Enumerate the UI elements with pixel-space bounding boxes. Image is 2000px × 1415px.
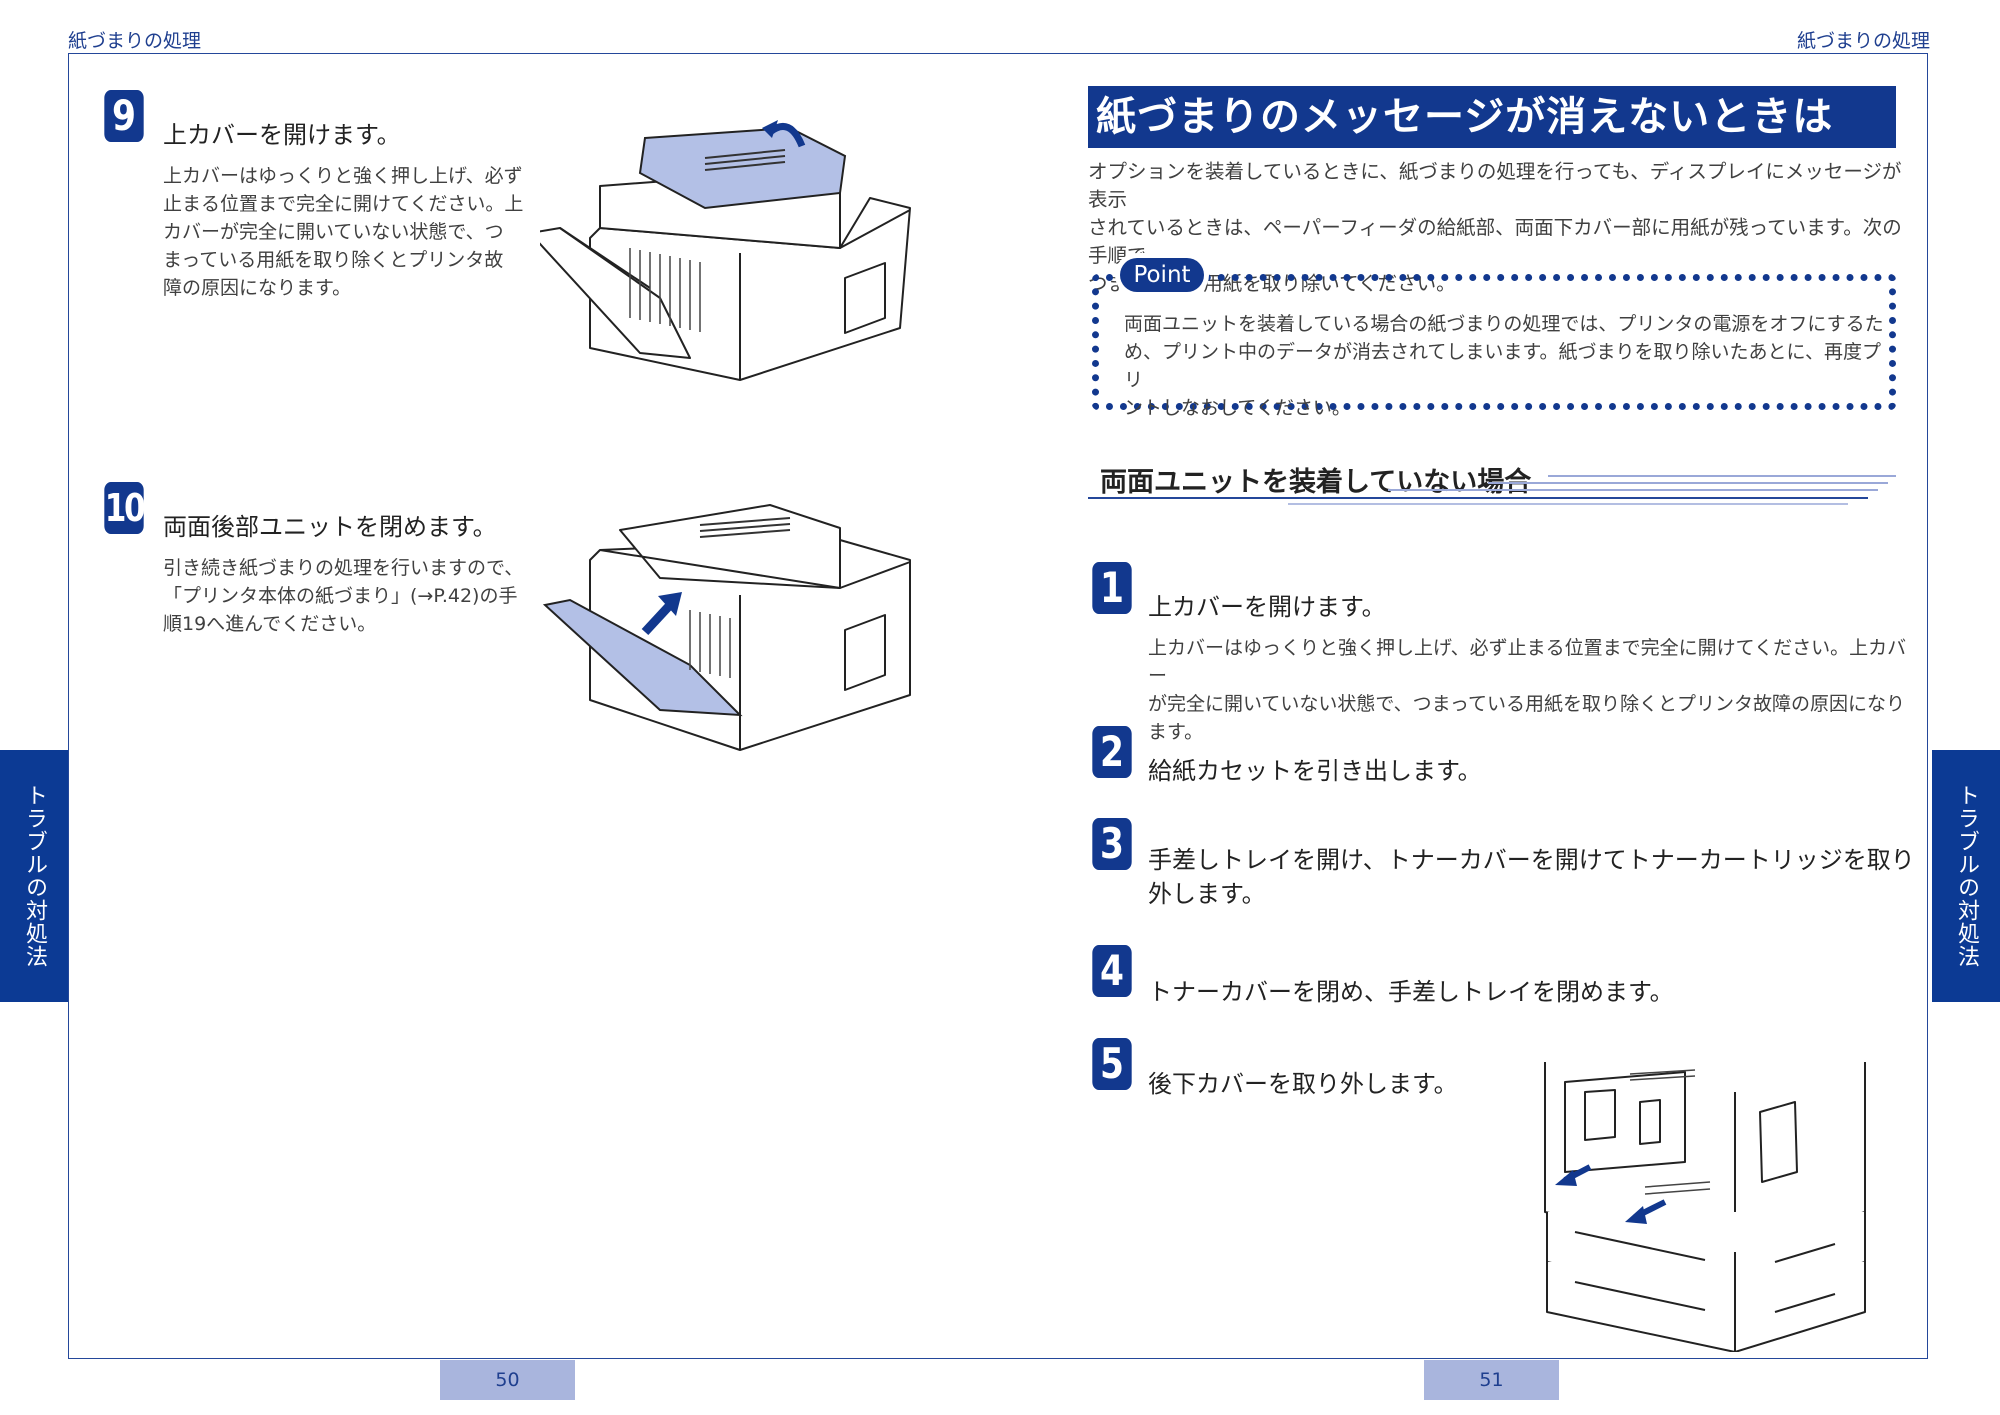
body-line: 止まる位置まで完全に開けてください。上: [163, 193, 524, 215]
body-line: 障の原因になります。: [163, 277, 352, 299]
subheading: 両面ユニットを装着していない場合: [1100, 467, 1532, 498]
step-title: 給紙カセットを引き出します。: [1148, 757, 1482, 785]
printer-top-cover-open-illustration: [540, 120, 911, 381]
step-body: 引き続き紙づまりの処理を行いますので、 「プリンタ本体の紙づまり」(→P.42)…: [163, 554, 523, 638]
side-tab-right: トラブルの対処法: [1932, 750, 2000, 1002]
step-number-badge: 5: [1092, 1038, 1132, 1090]
body-line: オプションを装着しているときに、紙づまりの処理を行っても、ディスプレイにメッセー…: [1088, 160, 1902, 211]
step-number-badge: 3: [1092, 818, 1132, 870]
step-number-badge: 1: [1092, 562, 1132, 614]
point-label: Point: [1120, 258, 1204, 292]
body-line: カバーが完全に開いていない状態で、つ: [163, 221, 504, 243]
body-line: 上カバーはゆっくりと強く押し上げ、必ず止まる位置まで完全に開けてください。上カバ…: [1148, 637, 1907, 687]
printer-close-duplex-unit-illustration: [542, 504, 911, 751]
step-title: 両面後部ユニットを閉めます。: [163, 513, 497, 541]
body-line: 引き続き紙づまりの処理を行いますので、: [163, 557, 524, 579]
step-number-badge: 4: [1092, 945, 1132, 997]
section-heading: 紙づまりのメッセージが消えないときは: [1088, 86, 1896, 148]
step-body: 上カバーはゆっくりと強く押し上げ、必ず 止まる位置まで完全に開けてください。上 …: [163, 162, 523, 302]
step-number-badge: 10: [104, 482, 146, 534]
running-head-right: 紙づまりの処理: [1796, 30, 1930, 52]
step-number-badge: 2: [1092, 726, 1132, 778]
body-line: め、プリント中のデータが消去されてしまいます。紙づまりを取り除いたあとに、再度プ…: [1124, 341, 1881, 391]
step-title-line: 手差しトレイを開け、トナーカバーを開けてトナーカートリッジを取り: [1148, 846, 1915, 874]
side-tab-left: トラブルの対処法: [0, 750, 68, 1002]
body-line: 上カバーはゆっくりと強く押し上げ、必ず: [163, 165, 523, 187]
step-title: 上カバーを開けます。: [1148, 593, 1386, 621]
step-title: 上カバーを開けます。: [163, 121, 401, 149]
step-number-badge: 9: [104, 90, 144, 142]
point-text: 両面ユニットを装着している場合の紙づまりの処理では、プリンタの電源をオフにするた…: [1124, 310, 1884, 422]
running-head-left: 紙づまりの処理: [68, 30, 202, 52]
intro-paragraph: オプションを装着しているときに、紙づまりの処理を行っても、ディスプレイにメッセー…: [1088, 158, 1908, 298]
step-title-line: 外します。: [1148, 880, 1266, 908]
body-line: まっている用紙を取り除くとプリンタ故: [163, 249, 504, 271]
subheading-rule-decoration: [1088, 475, 1896, 505]
page-number-right: 51: [1424, 1360, 1559, 1400]
step-title: トナーカバーを閉め、手差しトレイを閉めます。: [1148, 978, 1674, 1006]
step-body: 上カバーはゆっくりと強く押し上げ、必ず止まる位置まで完全に開けてください。上カバ…: [1148, 634, 1908, 746]
printer-rear-lower-cover-illustration: [1544, 1062, 1866, 1352]
page-number-left: 50: [440, 1360, 575, 1400]
body-line: 「プリンタ本体の紙づまり」(→P.42)の手: [163, 585, 518, 607]
body-line: 両面ユニットを装着している場合の紙づまりの処理では、プリンタの電源をオフにするた: [1124, 313, 1884, 335]
body-line: ます。: [1148, 721, 1204, 743]
body-line: が完全に開いていない状態で、つまっている用紙を取り除くとプリンタ故障の原因になり: [1148, 693, 1905, 715]
body-line: 順19へ進んでください。: [163, 613, 377, 635]
body-line: ントしなおしてください。: [1124, 397, 1351, 419]
step-title: 後下カバーを取り外します。: [1148, 1070, 1458, 1098]
body-line: されているときは、ペーパーフィーダの給紙部、両面下カバー部に用紙が残っています。…: [1088, 216, 1902, 267]
point-box: [1092, 274, 1896, 410]
page-frame: [68, 53, 1928, 1359]
step-title: 手差しトレイを開け、トナーカバーを開けてトナーカートリッジを取り 外します。: [1148, 843, 1915, 911]
